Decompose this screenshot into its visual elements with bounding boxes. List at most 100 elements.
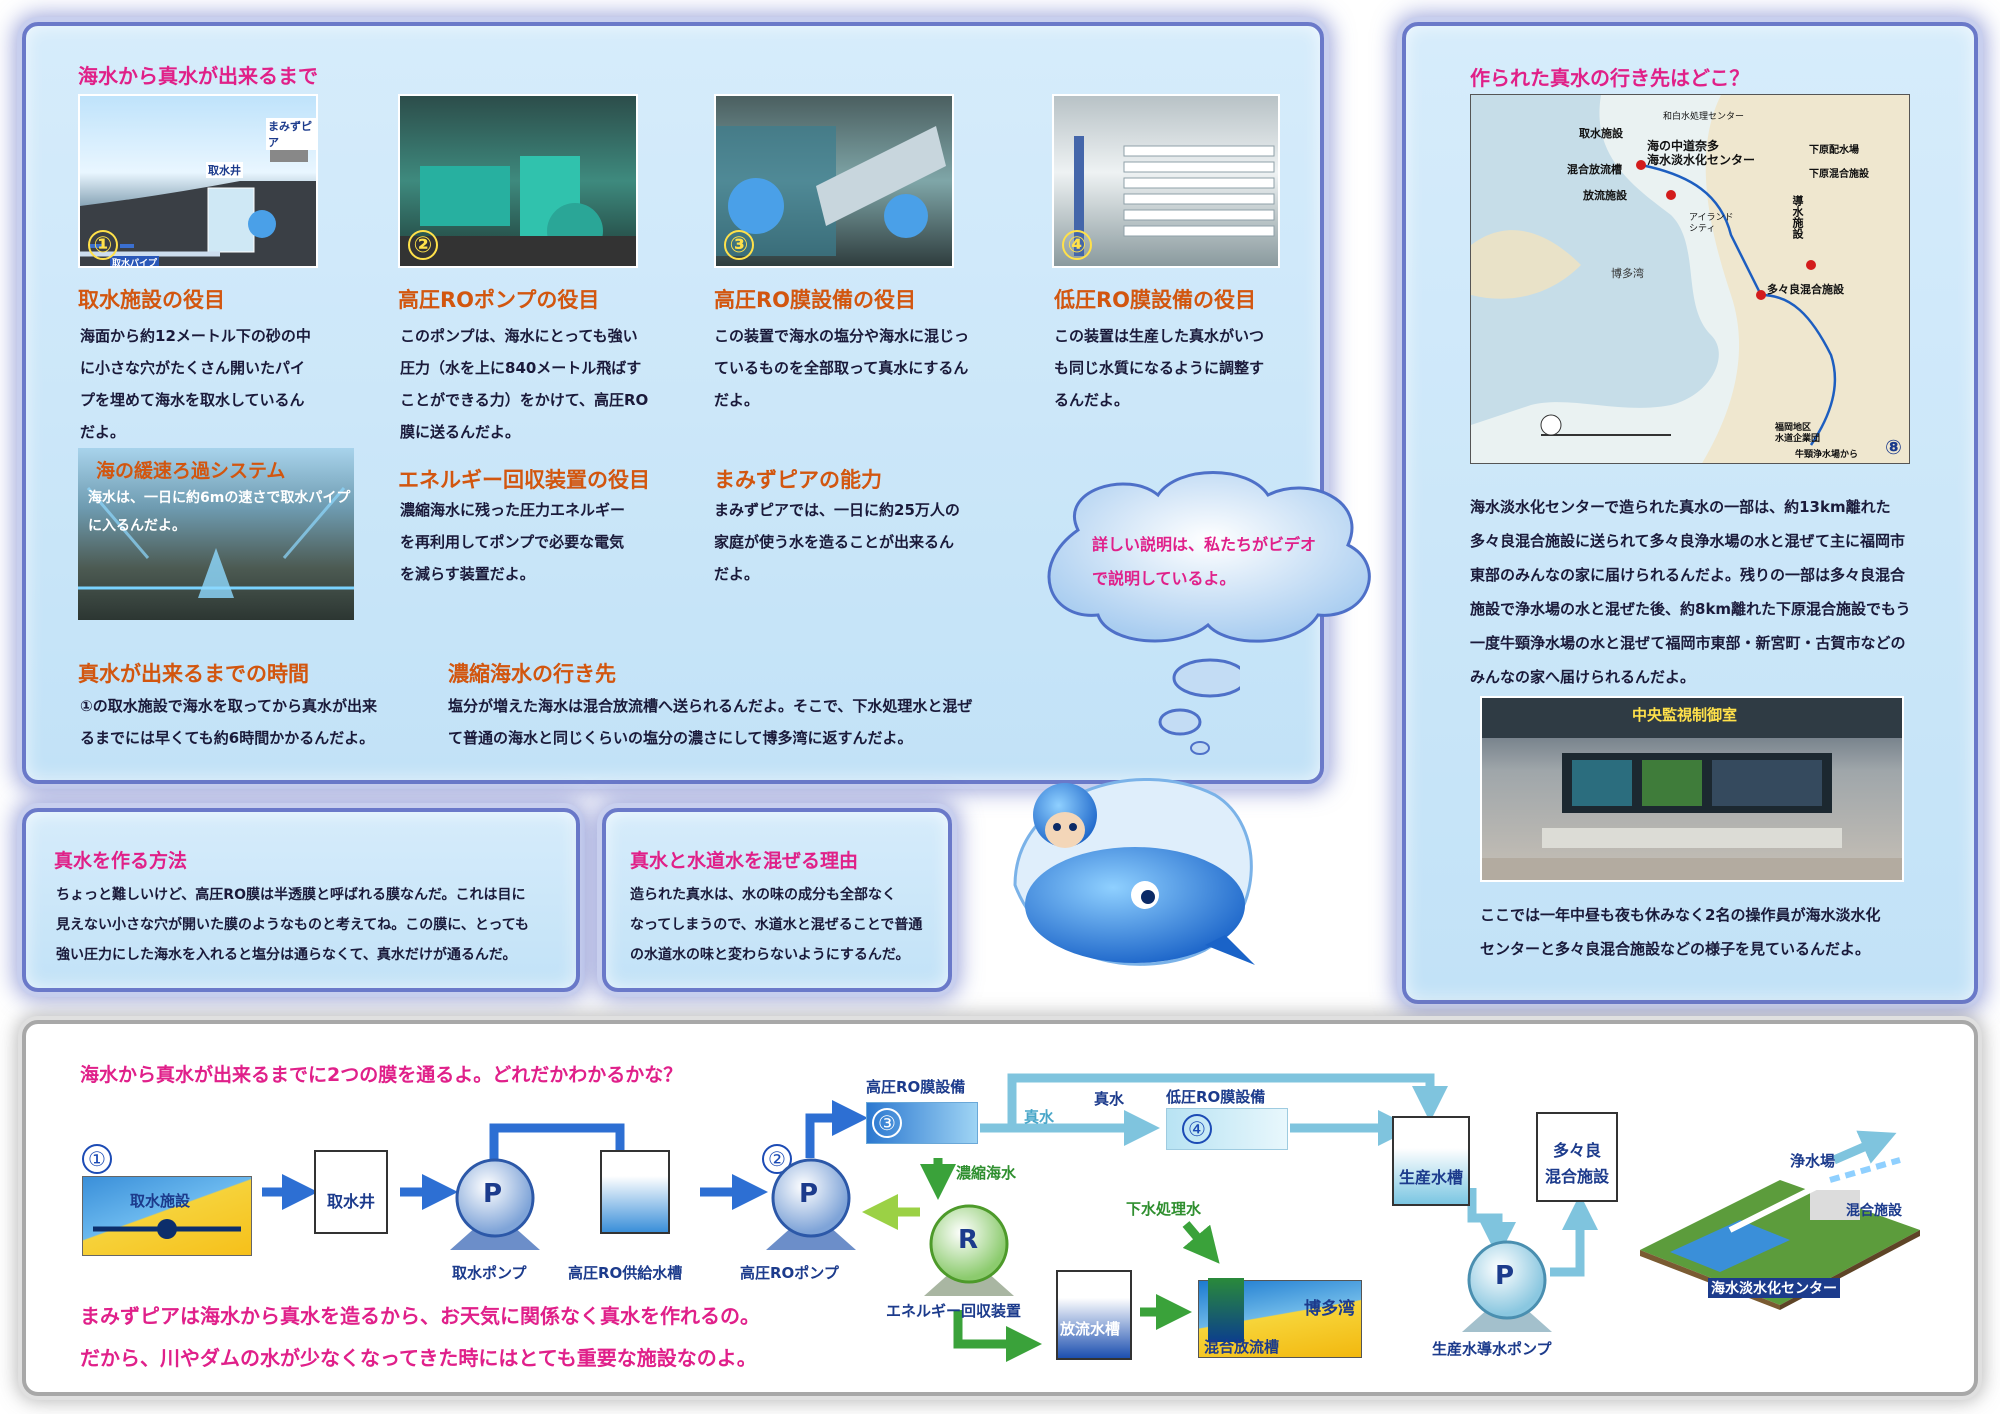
photo-intake-diagram: 取水井 まみずピア 取水パイプ ① xyxy=(78,94,318,268)
text-line: ここでは一年中昼も夜も休みなく2名の操作員が海水淡水化 xyxy=(1480,906,1881,924)
photo-number-1: ① xyxy=(88,230,118,260)
photo-number-3: ③ xyxy=(724,230,754,260)
energy-recovery-letter: R xyxy=(958,1225,979,1255)
flow-number-3: ③ xyxy=(872,1108,902,1138)
text-line: の水道水の味と変わらないようにするんだ。 xyxy=(630,947,910,963)
text-line: 施設で浄水場の水と混ぜた後、約8km離れた下原混合施設でもう xyxy=(1470,600,1911,618)
mixing-title: 真水と水道水を混ぜる理由 xyxy=(630,850,859,872)
section-title-intake: 取水施設の役目 xyxy=(78,288,225,312)
flow-title: 海水から真水が出来るまでに2つの膜を通るよ。どれだかわかるかな？ xyxy=(80,1064,683,1086)
tatara-label: 多々良 xyxy=(1552,1141,1601,1160)
hp-pump-label: 高圧ROポンプ xyxy=(740,1264,839,1282)
brine-body: 塩分が増えた海水は混合放流槽へ送られるんだよ。そこで、下水処理水と混ぜ て普通の… xyxy=(448,690,1008,754)
text-line: て普通の海水と同じくらいの塩分の濃さにして博多湾に返すんだよ。 xyxy=(448,729,913,747)
hp-pump-svg xyxy=(400,156,636,266)
text-line: 濃縮海水に残った圧力エネルギー xyxy=(400,501,626,519)
supply-tank-box xyxy=(600,1150,670,1234)
text-line: ①の取水施設で海水を取ってから真水が出来 xyxy=(80,697,377,715)
intake-pipe-svg xyxy=(93,1219,241,1239)
map-label-ikenogawa: 和白水処理センター xyxy=(1663,112,1745,122)
intake-well-box: 取水井 xyxy=(314,1150,388,1234)
text-line: このポンプは、海水にとっても強い xyxy=(400,327,638,345)
text-line: この装置で海水の塩分や海水に混じっ xyxy=(714,327,970,345)
text-line: プを埋めて海水を取水しているん xyxy=(80,391,305,409)
text-line: 海水淡水化センターで造られた真水の一部は、約13km離れた xyxy=(1470,498,1891,516)
flow-number-2: ② xyxy=(762,1144,792,1174)
mascot-whale xyxy=(1013,778,1255,966)
text-line: に小さな穴がたくさん開いたパイ xyxy=(80,359,306,377)
iso-label-jousuijou: 浄水場 xyxy=(1790,1152,1836,1170)
mixing-panel xyxy=(602,808,952,992)
hakata-bay-label: 博多湾 xyxy=(1304,1299,1355,1319)
intake-pump-icon xyxy=(450,1158,540,1250)
mix-tank-label: 混合放流槽 xyxy=(1204,1338,1280,1356)
photo1-label-pipe: 取水パイプ xyxy=(110,256,160,266)
text-line: ちょっと難しいけど、高圧RO膜は半透膜と呼ばれる膜なんだ。これは目に xyxy=(56,887,526,903)
mixing-body: 造られた真水は、水の味の成分も全部なく なってしまうので、水道水と混ぜることで普… xyxy=(630,880,950,970)
tatara-box: 多々良 混合施設 xyxy=(1536,1112,1618,1202)
text-line: 強い圧力にした海水を入れると塩分は通らなくて、真水だけが通るんだ。 xyxy=(56,947,517,963)
iso-label-kongou: 混合施設 xyxy=(1846,1203,1902,1219)
time-body: ①の取水施設で海水を取ってから真水が出来 るまでには早くても約6時間かかるんだよ… xyxy=(80,690,440,754)
control-room-photo: 中央監視制御室 xyxy=(1480,696,1904,882)
map-number: ⑧ xyxy=(1885,435,1902,459)
product-pump-letter: P xyxy=(1495,1261,1515,1291)
section-body-hp-pump: このポンプは、海水にとっても強い 圧力（水を上に840メートル飛ばす ことができ… xyxy=(400,320,660,448)
text-line: 一度牛頸浄水場の水と混ぜて福岡市東部・新宮町・古賀市などの xyxy=(1470,634,1906,652)
product-tank-label: 生産水槽 xyxy=(1398,1168,1463,1187)
destination-body: 海水淡水化センターで造られた真水の一部は、約13km離れた 多々良混合施設に送ら… xyxy=(1470,490,1950,694)
photo-hp-membrane: ③ xyxy=(714,94,954,268)
supply-tank-label: 高圧RO供給水槽 xyxy=(568,1264,683,1282)
map-label-shimobaru-station: 下原配水場 xyxy=(1809,145,1859,156)
section-body-hp-membrane: この装置で海水の塩分や海水に混じっ ているものを全部取って真水にするん だよ。 xyxy=(714,320,1014,416)
energy-recovery-icon xyxy=(924,1204,1014,1296)
map-label-mixing-tank: 混合放流槽 xyxy=(1567,163,1622,176)
discharge-tank-box xyxy=(1056,1270,1132,1360)
filtration-system-body: 海水は、一日に約6mの速さで取水パイプ に入るんだよ。 xyxy=(88,484,368,540)
lp-membrane-svg xyxy=(1074,136,1275,256)
text-line: 多々良混合施設に送られて多々良浄水場の水と混ぜて主に福岡市 xyxy=(1470,532,1906,550)
sewage-label: 下水処理水 xyxy=(1126,1200,1202,1218)
photo-number-4: ④ xyxy=(1062,230,1092,260)
method-panel xyxy=(22,808,580,992)
thought-bubble xyxy=(1047,471,1371,643)
energy-title: エネルギー回収装置の役目 xyxy=(398,468,650,492)
text-line: みんなの家へ届けられるんだよ。 xyxy=(1470,668,1696,686)
main-title: 海水から真水が出来るまで xyxy=(78,64,318,88)
text-line: を再利用してポンプで必要な電気 xyxy=(400,533,625,551)
photo-number-2: ② xyxy=(408,230,438,260)
intake-diagram-svg xyxy=(80,134,316,266)
map-label-bay: 博多湾 xyxy=(1611,267,1644,280)
tatara-mix-label: 混合施設 xyxy=(1544,1167,1609,1186)
intake-facility-box xyxy=(82,1176,252,1256)
filtration-svg xyxy=(78,487,354,598)
text-line: まみずピアでは、一日に約25万人の xyxy=(714,501,960,519)
distribution-map: 取水施設 混合放流槽 海の中道奈多 海水淡水化センター 放流施設 和白水処理セン… xyxy=(1470,94,1910,464)
section-body-intake: 海面から約12メートル下の砂の中 に小さな穴がたくさん開いたパイ プを埋めて海水… xyxy=(80,320,330,448)
hp-pump-letter: P xyxy=(799,1179,819,1209)
iso-label-center: 海水淡水化センター xyxy=(1708,1278,1840,1298)
text-line: るんだよ。 xyxy=(1054,391,1130,409)
text-line: 家庭が使う水を造ることが出来るん xyxy=(714,533,955,551)
text-line: なってしまうので、水道水と混ぜることで普通 xyxy=(630,917,923,933)
product-pump-icon xyxy=(1462,1240,1552,1332)
capacity-title: まみずピアの能力 xyxy=(714,468,882,492)
method-title: 真水を作る方法 xyxy=(54,850,188,872)
map-label-center: 海の中道奈多 海水淡水化センター xyxy=(1647,139,1756,167)
photo1-label-mamizupia: まみずピア xyxy=(266,118,316,150)
text-line: も同じ水質になるように調整す xyxy=(1054,359,1265,377)
photo-lp-membrane: ④ xyxy=(1052,94,1280,268)
section-title-hp-membrane: 高圧RO膜設備の役目 xyxy=(714,288,917,312)
text-line: 海水は、一日に約6mの速さで取水パイプ xyxy=(88,490,351,506)
energy-body: 濃縮海水に残った圧力エネルギー を再利用してポンプで必要な電気 を減らす装置だよ… xyxy=(400,494,680,590)
small-bubbles xyxy=(1158,658,1240,755)
control-room-svg xyxy=(1482,698,1902,880)
hp-membrane-label: 高圧RO膜設備 xyxy=(866,1078,966,1096)
text-line: 海面から約12メートル下の砂の中 xyxy=(80,327,311,345)
text-line: 塩分が増えた海水は混合放流槽へ送られるんだよ。そこで、下水処理水と混ぜ xyxy=(448,697,973,715)
discharge-tank-label: 放流水槽 xyxy=(1060,1320,1121,1338)
fresh-water-label-1: 真水 xyxy=(1024,1108,1055,1126)
filtration-system-picture xyxy=(78,448,354,620)
text-line: だよ。 xyxy=(714,391,760,409)
thought-bubble-text: 詳しい説明は、私たちがビデオ で説明しているよ。 xyxy=(1092,528,1372,596)
